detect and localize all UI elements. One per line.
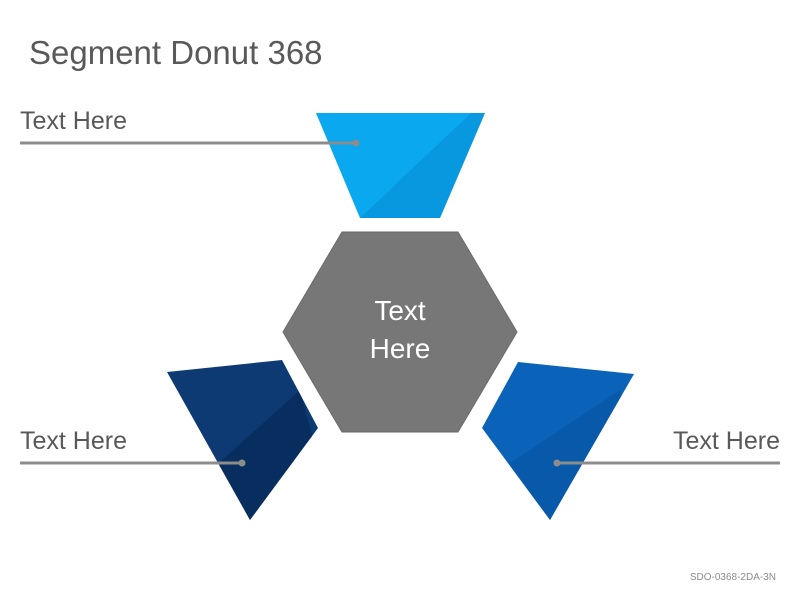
center-hexagon[interactable] <box>282 231 518 433</box>
segment-bottom-left[interactable] <box>167 360 340 540</box>
connector-left <box>20 459 246 467</box>
connector-right <box>553 459 780 467</box>
connector-top <box>20 139 360 147</box>
footer-code: SDO-0368-2DA-3N <box>689 572 776 583</box>
segment-bottom-left-label[interactable]: Text Here <box>20 427 127 455</box>
center-text-line1: Text <box>374 295 426 326</box>
slide-title: Segment Donut 368 <box>29 34 323 71</box>
segment-top-label[interactable]: Text Here <box>20 107 127 135</box>
segment-top[interactable] <box>316 100 485 260</box>
center-text-line2: Here <box>369 333 431 364</box>
center-text[interactable]: Text Here <box>330 292 470 368</box>
segment-bottom-right-label[interactable]: Text Here <box>673 427 780 455</box>
segment-bottom-right[interactable] <box>482 362 660 540</box>
